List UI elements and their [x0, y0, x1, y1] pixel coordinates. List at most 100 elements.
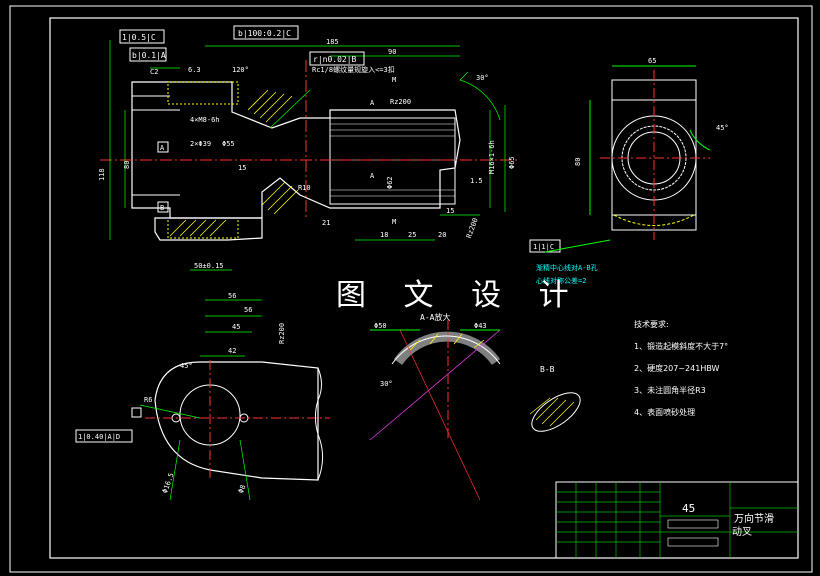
section-axis — [399, 329, 481, 501]
bottom-dim-label: Φ8 — [237, 484, 247, 495]
svg-text:90: 90 — [388, 48, 396, 56]
gdt-frame — [233, 25, 299, 40]
svg-text:1.5: 1.5 — [470, 177, 483, 185]
main-dim-labels: 185 90 30° 120° 6.3 C2 118 80 4×M8-6h 2×… — [98, 38, 516, 300]
svg-text:18: 18 — [380, 231, 388, 239]
bottom-dim-label: 45° — [180, 362, 193, 370]
gdt-frame-text: b|100:0.2|C — [238, 29, 291, 38]
gdt-frame — [129, 47, 167, 62]
title-block: 45 万向节滑 动叉 — [555, 481, 799, 559]
svg-text:M: M — [392, 218, 396, 226]
tech-requirements: 技术要求: 1、锻造起模斜度不大于7° 2、硬度207~241HBW 3、未注圆… — [634, 314, 728, 424]
main-dimensions — [109, 40, 506, 301]
gdt-frame-text: 1|0.5|C — [122, 33, 156, 42]
note-symmetry: 心线对称公差=2 — [536, 276, 586, 285]
section-bb: B-B — [529, 365, 581, 432]
title-block-frame — [555, 481, 799, 559]
lower-thread-hole — [167, 217, 239, 239]
title-block-cells — [667, 519, 719, 547]
end-dim-label: 65 — [648, 57, 656, 65]
svg-text:15: 15 — [446, 207, 454, 215]
svg-text:Rz200: Rz200 — [390, 98, 411, 106]
svg-text:6.3: 6.3 — [188, 66, 201, 74]
svg-text:185: 185 — [326, 38, 339, 46]
tech-heading: 技术要求: — [634, 320, 669, 329]
section-bb-shape — [531, 392, 581, 432]
gdt-left-text: 1|0.40|A|D — [78, 433, 120, 441]
tech-item-1: 1、锻造起模斜度不大于7° — [634, 342, 729, 351]
main-view: A B b|100:0.2|C 1|0.5|C b|0.1|A r|n0.02|… — [98, 25, 611, 301]
svg-text:80: 80 — [123, 161, 131, 169]
svg-text:Φ65: Φ65 — [508, 156, 516, 169]
gdt-spline-text: 1|1|C — [533, 243, 554, 251]
bottom-body — [154, 361, 319, 481]
svg-text:56: 56 — [228, 292, 236, 300]
note-spline: 渐精中心线对A-B孔 — [536, 263, 598, 272]
tech-item-3: 3、未注圆角半径R3 — [634, 386, 706, 395]
svg-text:Rc1/8螺纹量规旋入<=3扣: Rc1/8螺纹量规旋入<=3扣 — [312, 65, 395, 74]
leader — [544, 239, 611, 253]
end-view: 65 80 45° — [574, 57, 729, 240]
section-bb-hatch — [529, 397, 575, 427]
svg-text:21: 21 — [322, 219, 330, 227]
bottom-dim-label: 45 — [232, 323, 240, 331]
svg-text:25: 25 — [408, 231, 416, 239]
bottom-dim-label: Rz200 — [278, 323, 286, 344]
section-bb-title: B-B — [540, 365, 555, 374]
section-dim-label: Φ50 — [374, 322, 387, 330]
end-center-arc — [613, 214, 695, 226]
spline-shaft — [329, 117, 456, 205]
svg-text:30°: 30° — [476, 74, 489, 82]
section-dim-label: Φ43 — [474, 322, 487, 330]
svg-text:C2: C2 — [150, 68, 158, 76]
datum-b-label: B — [160, 204, 164, 212]
section-aa-title: A-A放大 — [420, 312, 450, 322]
svg-text:15: 15 — [238, 164, 246, 172]
section-aa: A-A放大 Φ50 Φ43 30° — [369, 312, 501, 501]
section-teeth — [409, 333, 485, 351]
gdt-frame-text: b|0.1|A — [132, 51, 166, 60]
sheet-border-inner — [49, 17, 799, 559]
yoke-lower-arm — [154, 217, 263, 241]
svg-text:118: 118 — [98, 168, 106, 181]
svg-text:Rz200: Rz200 — [465, 217, 480, 240]
section-ring-outline — [391, 335, 501, 365]
svg-text:120°: 120° — [232, 66, 249, 74]
spline-lines — [330, 123, 455, 197]
bottom-break-line — [314, 367, 324, 481]
bottom-dim-label: R6 — [144, 396, 152, 404]
end-dim-label: 45° — [716, 124, 729, 132]
gdt-frame — [309, 51, 365, 66]
svg-text:A: A — [370, 172, 375, 180]
end-dim-label: 80 — [574, 158, 582, 166]
svg-text:M: M — [392, 76, 396, 84]
bottom-dim-label: 56 — [244, 306, 252, 314]
section-hatch — [169, 89, 299, 237]
datum-b — [157, 201, 169, 213]
upper-thread-hole — [167, 81, 239, 105]
section-axis — [369, 329, 501, 441]
svg-text:Φ55: Φ55 — [222, 140, 235, 148]
svg-text:50±0.15: 50±0.15 — [194, 262, 224, 270]
tech-item-4: 4、表面喷砂处理 — [634, 408, 696, 417]
datum-a-label: A — [160, 144, 165, 152]
bottom-view: 56 45 42 45° R6 Rz200 Φ16.5 Φ8 1|0.40|A|… — [75, 306, 330, 501]
end-dim-arc — [689, 129, 711, 151]
part-name-label-2: 动叉 — [732, 526, 752, 538]
svg-text:R10: R10 — [298, 184, 311, 192]
gdt-left — [75, 429, 133, 443]
part-name-label: 万向节滑 — [734, 512, 774, 525]
sheet-border-outer — [9, 5, 813, 573]
datum-d — [131, 407, 142, 418]
svg-text:2×Φ39: 2×Φ39 — [190, 140, 211, 148]
svg-text:A: A — [370, 99, 375, 107]
bottom-dim-label: Φ16.5 — [161, 472, 176, 495]
material-label: 45 — [682, 502, 695, 515]
svg-text:4×M8-6h: 4×M8-6h — [190, 116, 220, 124]
svg-text:20: 20 — [438, 231, 446, 239]
tech-item-2: 2、硬度207~241HBW — [634, 364, 720, 373]
section-ring — [393, 331, 501, 366]
title-block-grid — [556, 482, 798, 558]
gdt-frame-text: r|n0.02|B — [313, 55, 357, 64]
